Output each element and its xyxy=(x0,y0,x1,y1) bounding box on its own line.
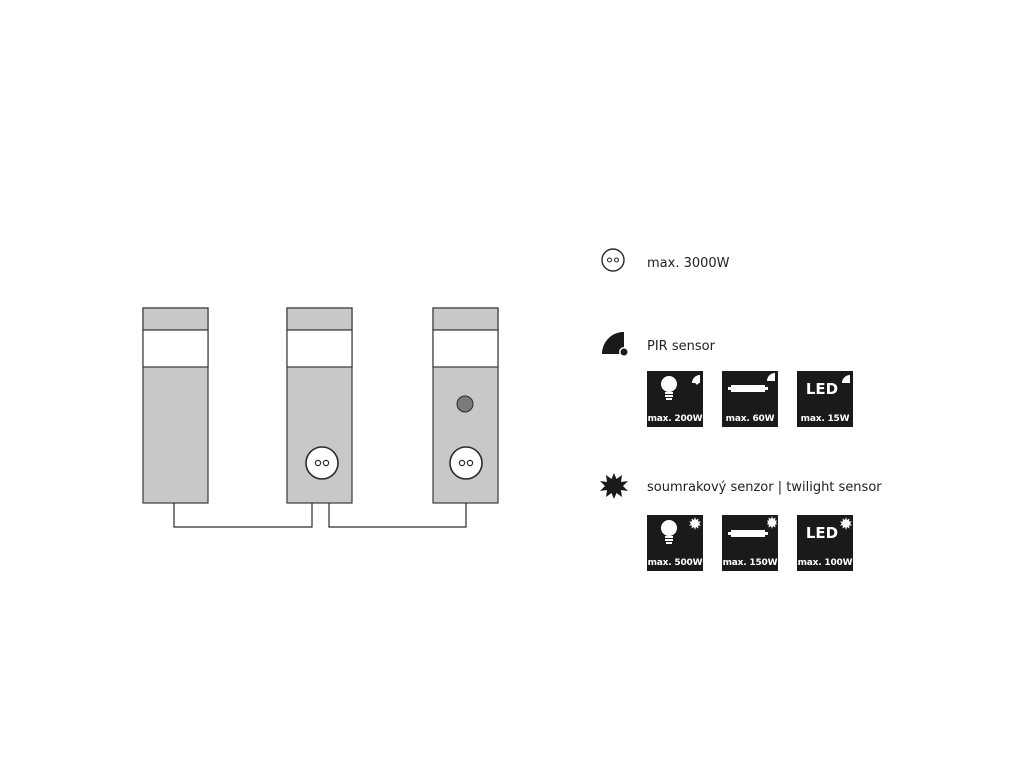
socket-icon xyxy=(449,446,483,480)
badge-tube-twilight: max. 150W xyxy=(722,515,778,571)
twilight-sensor-icon xyxy=(600,473,628,499)
badge-label: max. 200W xyxy=(647,414,703,424)
socket-icon xyxy=(305,446,339,480)
led-icon: LED xyxy=(805,524,839,542)
badge-label: max. 15W xyxy=(800,414,850,424)
twilight-mini-icon xyxy=(840,517,852,530)
pir-mini-icon xyxy=(692,375,700,385)
socket-icon xyxy=(601,248,625,272)
twilight-legend-text: soumrakový senzor | twilight sensor xyxy=(647,480,882,495)
pir-legend-text: PIR sensor xyxy=(647,339,715,354)
badge-label: max. 60W xyxy=(725,414,775,424)
cable-line xyxy=(173,503,313,528)
twilight-mini-icon xyxy=(767,516,777,529)
bollard-post-plain xyxy=(142,307,209,504)
led-icon: LED xyxy=(805,380,839,398)
pir-mini-icon xyxy=(767,373,775,381)
bulb-icon xyxy=(661,376,677,400)
badge-label: max. 150W xyxy=(722,558,778,568)
socket-legend-text: max. 3000W xyxy=(647,256,730,271)
bollard-diagram xyxy=(142,307,499,528)
twilight-mini-icon xyxy=(689,517,701,530)
badge-led-pir: LED max. 15W xyxy=(797,371,853,427)
pir-sensor-icon xyxy=(602,332,629,357)
bulb-icon xyxy=(661,520,677,544)
tube-lamp-icon xyxy=(728,530,768,537)
badge-label: max. 100W xyxy=(797,558,853,568)
badge-bulb-twilight: max. 500W xyxy=(647,515,703,571)
badge-bulb-pir: max. 200W xyxy=(647,371,703,427)
pir-mini-icon xyxy=(842,375,850,383)
sensor-dot-icon xyxy=(456,395,474,413)
bollard-post-socket xyxy=(286,307,353,504)
badge-led-twilight: LED max. 100W xyxy=(797,515,853,571)
cable-line xyxy=(328,503,467,528)
bollard-post-sensor-socket xyxy=(432,307,499,504)
badge-tube-pir: max. 60W xyxy=(722,371,778,427)
badge-label: max. 500W xyxy=(647,558,703,568)
tube-lamp-icon xyxy=(728,385,768,392)
